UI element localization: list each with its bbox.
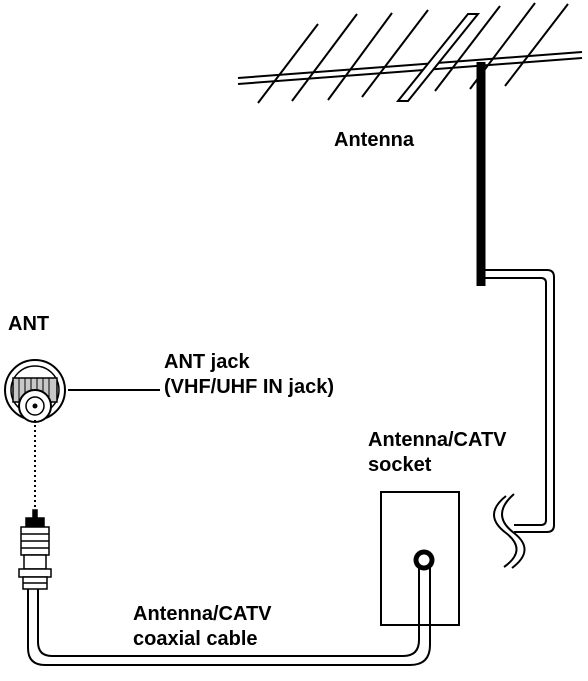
- ant-jack-label-line: ANT jack: [164, 351, 250, 373]
- catv-socket-label-line: Antenna/CATV: [368, 429, 507, 451]
- antenna-label: Antenna: [334, 129, 414, 151]
- antenna-boom: [237, 51, 583, 85]
- antenna-illustration: [237, 2, 583, 286]
- coaxial-cable-label-line: coaxial cable: [133, 628, 258, 650]
- ant-jack: [4, 359, 66, 423]
- catv-socket-label: Antenna/CATV socket: [368, 428, 507, 478]
- ant-jack-label: ANT jack (VHF/UHF IN jack): [164, 350, 334, 400]
- antenna-lead-wire: [478, 269, 555, 569]
- cable-break-mark: [501, 493, 526, 569]
- cable-break-mark: [493, 495, 518, 568]
- antenna-elements: [257, 2, 569, 104]
- ant-jack-label-line: (VHF/UHF IN jack): [164, 376, 335, 398]
- coaxial-cable-label: Antenna/CATV coaxial cable: [133, 602, 272, 652]
- coaxial-cable: [27, 565, 431, 666]
- antenna-dipole: [395, 13, 481, 102]
- socket-port: [413, 549, 435, 571]
- f-connector-plug: [18, 509, 52, 590]
- catv-socket-label-line: socket: [368, 454, 432, 476]
- ant-label: ANT: [8, 313, 50, 335]
- coaxial-cable-label-line: Antenna/CATV: [133, 603, 272, 625]
